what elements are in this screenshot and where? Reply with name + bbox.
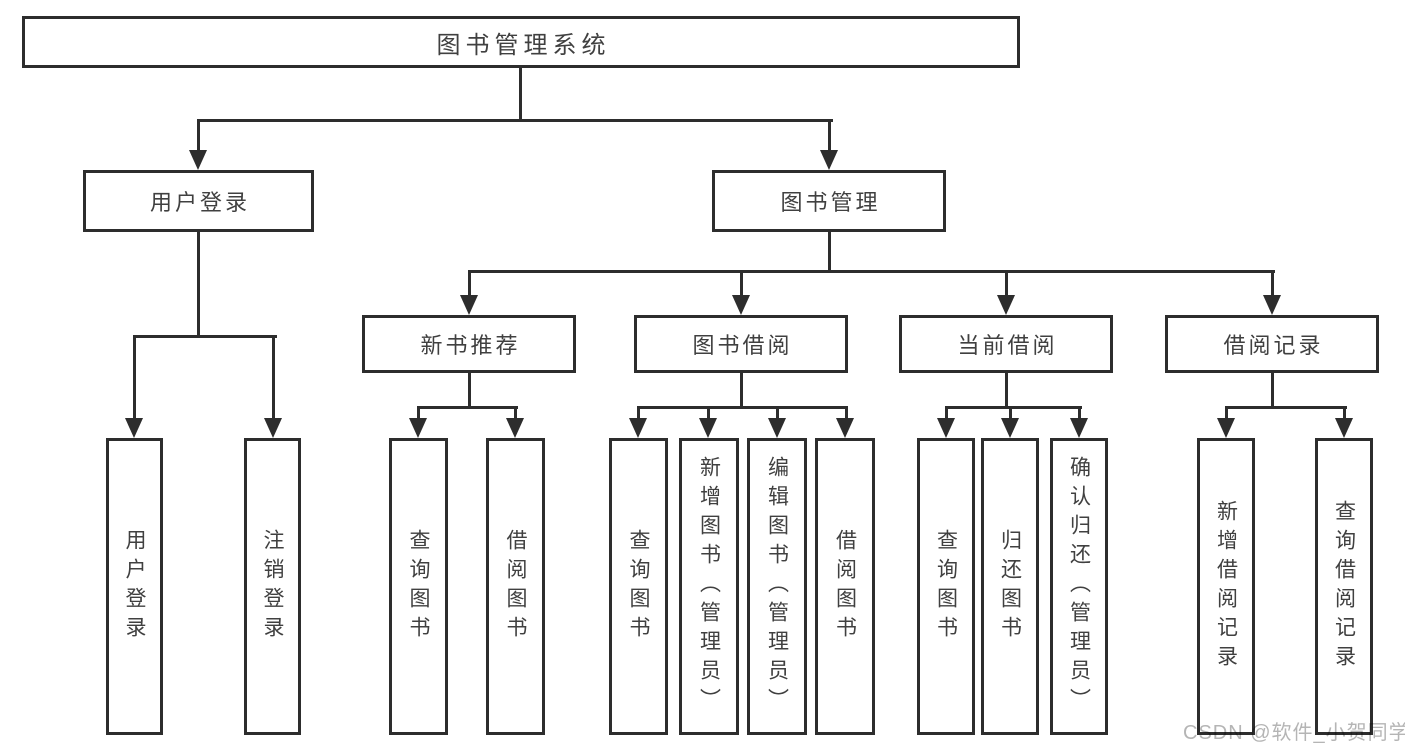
connector-line [1225,406,1228,420]
connector-line [197,119,833,122]
connector-line [1005,373,1008,409]
arrow-down-icon [768,418,786,438]
connector-line [1078,406,1081,420]
arrow-down-icon [409,418,427,438]
arrow-down-icon [189,150,207,170]
leaf-confirm-return-admin: 确认归还（管理员） [1050,438,1108,735]
node-user-login: 用户登录 [83,170,314,232]
arrow-down-icon [1263,295,1281,315]
connector-line [637,406,848,409]
connector-line [637,406,640,420]
arrow-down-icon [1070,418,1088,438]
connector-line [740,270,743,298]
leaf-query-books-1: 查询图书 [389,438,448,735]
connector-line [468,373,471,409]
arrow-down-icon [1217,418,1235,438]
arrow-down-icon [1335,418,1353,438]
leaf-query-books-3: 查询图书 [917,438,975,735]
leaf-return-book: 归还图书 [981,438,1039,735]
connector-line [845,406,848,420]
node-book-management: 图书管理 [712,170,946,232]
connector-line [1005,270,1008,298]
connector-line [1271,373,1274,409]
connector-line [1009,406,1012,420]
arrow-down-icon [820,150,838,170]
connector-line [417,406,518,409]
connector-line [133,335,277,338]
node-current-borrowing: 当前借阅 [899,315,1113,373]
leaf-query-books-2: 查询图书 [609,438,668,735]
leaf-borrow-books-1: 借阅图书 [486,438,545,735]
connector-line [468,270,471,298]
connector-line [945,406,1082,409]
leaf-edit-book-admin: 编辑图书（管理员） [747,438,807,735]
node-new-book-recommend: 新书推荐 [362,315,576,373]
arrow-down-icon [732,295,750,315]
arrow-down-icon [629,418,647,438]
connector-line [1271,270,1274,298]
connector-line [707,406,710,420]
connector-line [828,232,831,273]
connector-line [417,406,420,420]
connector-line [468,270,1275,273]
node-book-borrowing: 图书借阅 [634,315,848,373]
arrow-down-icon [264,418,282,438]
arrow-down-icon [937,418,955,438]
connector-line [197,232,200,338]
node-borrowing-records: 借阅记录 [1165,315,1379,373]
arrow-down-icon [997,295,1015,315]
connector-line [272,335,275,420]
connector-line [1225,406,1347,409]
connector-line [197,119,200,153]
connector-line [519,68,522,122]
leaf-add-borrow-record: 新增借阅记录 [1197,438,1255,735]
leaf-logout: 注销登录 [244,438,301,735]
leaf-borrow-books-2: 借阅图书 [815,438,875,735]
arrow-down-icon [506,418,524,438]
arrow-down-icon [699,418,717,438]
leaf-add-book-admin: 新增图书（管理员） [679,438,739,735]
connector-line [1343,406,1346,420]
arrow-down-icon [836,418,854,438]
connector-line [740,373,743,409]
connector-line [133,335,136,420]
arrow-down-icon [125,418,143,438]
connector-line [828,119,831,153]
connector-line [945,406,948,420]
leaf-query-borrow-record: 查询借阅记录 [1315,438,1373,735]
arrow-down-icon [460,295,478,315]
node-root: 图书管理系统 [22,16,1020,68]
connector-line [776,406,779,420]
connector-line [514,406,517,420]
watermark: CSDN @软件_小贺同学 [1183,722,1405,744]
arrow-down-icon [1001,418,1019,438]
leaf-user-login: 用户登录 [106,438,163,735]
